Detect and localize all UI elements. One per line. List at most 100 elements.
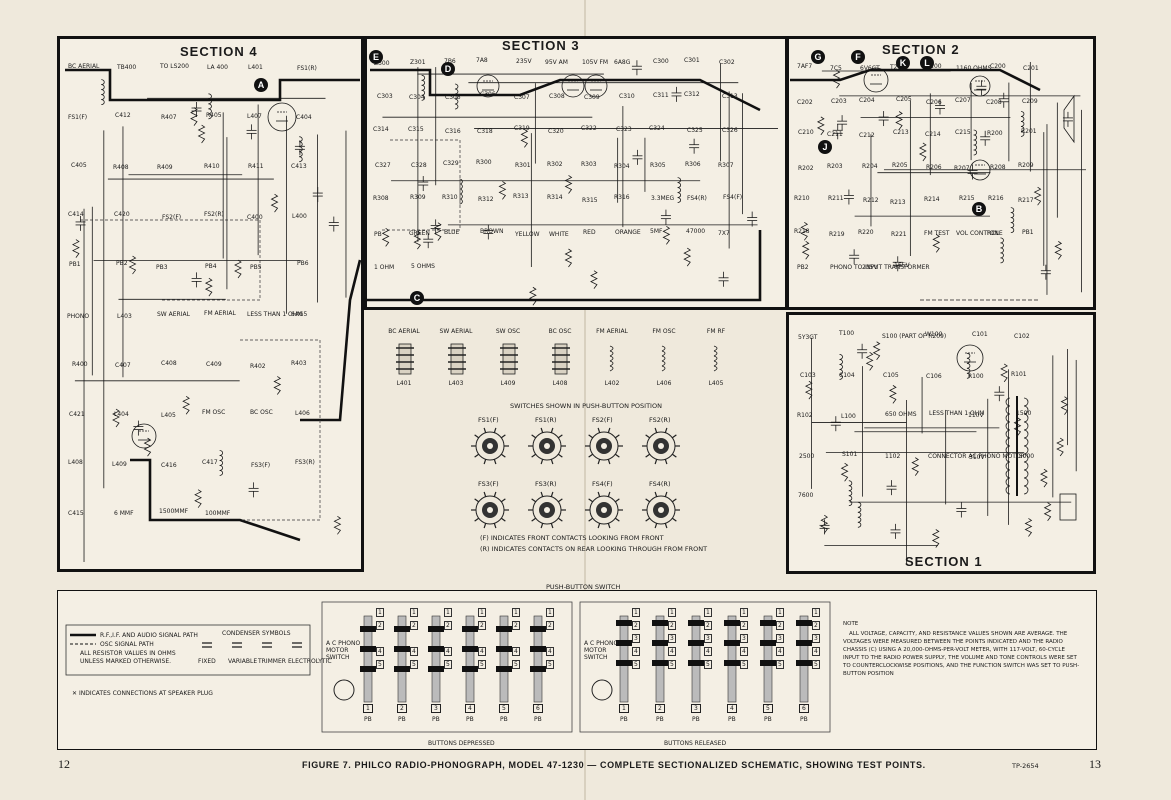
component-label: R408 [113,164,129,171]
component-label: 1500 [1016,410,1032,417]
component-label: C324 [649,125,665,132]
component-label: R101 [1011,371,1027,378]
component-label: R307 [718,162,734,169]
contact-number: 2 [632,621,640,630]
component-label: R310 [442,194,458,201]
component-label: R210 [794,195,810,202]
component-label: C203 [831,98,847,105]
contact-number: 5 [376,660,384,669]
push-button-label: PB [656,716,664,723]
page-number-left: 12 [58,757,70,771]
component-label: L407 [247,113,262,120]
component-label: 6AG5 [291,311,308,318]
component-label: C420 [114,211,130,218]
switch-label: FS4(F) [592,480,613,488]
component-label: C306 [480,91,496,98]
component-label: R212 [863,197,879,204]
component-label: C309 [584,94,600,101]
test-point-g: G [811,50,825,64]
test-point-l: L [920,56,934,70]
contact-number: 2 [512,621,520,630]
push-button-label: PB [500,716,508,723]
component-label: C326 [722,127,738,134]
contact-number: 5 [740,660,748,669]
wafer-switch [642,427,680,465]
contact-number: 3 [632,634,640,643]
wafer-switch [528,427,566,465]
contact-number: 1 [444,608,452,617]
component-label: PB2 [797,264,809,271]
component-label: C310 [619,93,635,100]
wiring [381,60,778,306]
contact-number: 4 [740,647,748,656]
component-label: 105V FM [582,59,609,66]
component-label: BC OSC [250,409,273,416]
component-label: LA 400 [207,64,228,71]
contact-number: 2 [740,621,748,630]
component-label: 650 OHMS [885,411,917,418]
component-label: C300 [653,58,669,65]
note-text: ALL VOLTAGE, CAPACITY, AND RESISTANCE VA… [843,631,1080,677]
component-label: C104 [839,372,855,379]
component-label: 110V [968,412,984,419]
component-label: BROWN [480,228,504,235]
component-label: C106 [926,373,942,380]
component-label: L406 [295,410,310,417]
page-number-right: 13 [1089,757,1101,771]
component-label: 1 OHM [374,264,395,271]
coil-symbol [448,343,466,375]
component-label: C311 [653,92,669,99]
wafer-switch [471,491,509,529]
component-label: 5 OHMS [411,263,435,270]
switch-label: FS3(F) [478,480,499,488]
contact-number: 3 [812,634,820,643]
coil-symbol [552,343,570,375]
switch-label: FS1(F) [478,416,499,424]
document-code: TP-2654 [1012,762,1039,770]
component-label: 7A8 [476,57,488,64]
buttons-released-label: BUTTONS RELEASED [664,740,727,747]
contact-number: 4 [776,647,784,656]
component-label: C421 [69,411,85,418]
component-label: C325 [687,127,703,134]
component-label: FM TEST [924,230,950,237]
component-label: R405 [206,112,222,119]
component-label: BLUE [444,229,460,236]
test-point-j: J [818,140,832,154]
component-label: L408 [68,459,83,466]
component-label: C414 [68,211,84,218]
component-label: C206 [926,99,942,106]
coil-ref: L406 [656,380,672,387]
component-label: 15000 [1015,453,1035,460]
component-label: L405 [161,412,176,419]
component-label: R308 [373,195,389,202]
component-label: R410 [204,163,220,170]
contact-number: 2 [410,621,418,630]
component-label: 310V [969,454,985,461]
contact-number: 2 [444,621,452,630]
component-label: R305 [650,162,666,169]
component-label: C101 [972,331,988,338]
component-label: W100 [925,331,943,338]
contact-number: 5 [512,660,520,669]
component-label: PHONO TO INPUT TRANSFORMER [830,264,930,271]
contact-number: 5 [704,660,712,669]
contact-number: 2 [478,621,486,630]
section-3-frame [364,36,788,310]
contact-number: 2 [704,621,712,630]
push-button-number: 3 [691,704,701,713]
component-label: FM AERIAL [204,310,236,317]
coil-symbol [661,345,666,372]
component-label: T100 [839,330,855,337]
push-button-label: PB [432,716,440,723]
contact-number: 5 [812,660,820,669]
front-contacts-note: (F) INDICATES FRONT CONTACTS LOOKING FRO… [480,534,664,542]
contact-number: 1 [740,608,748,617]
contact-number: 4 [546,647,554,656]
component-label: 235V [862,264,878,271]
component-label: L401 [248,64,263,71]
coil-symbol [609,345,614,372]
phono-motor-switch-label: A C PHONO MOTOR SWITCH [584,640,619,661]
component-label: YELLOW [515,231,540,238]
contact-number: 5 [478,660,486,669]
